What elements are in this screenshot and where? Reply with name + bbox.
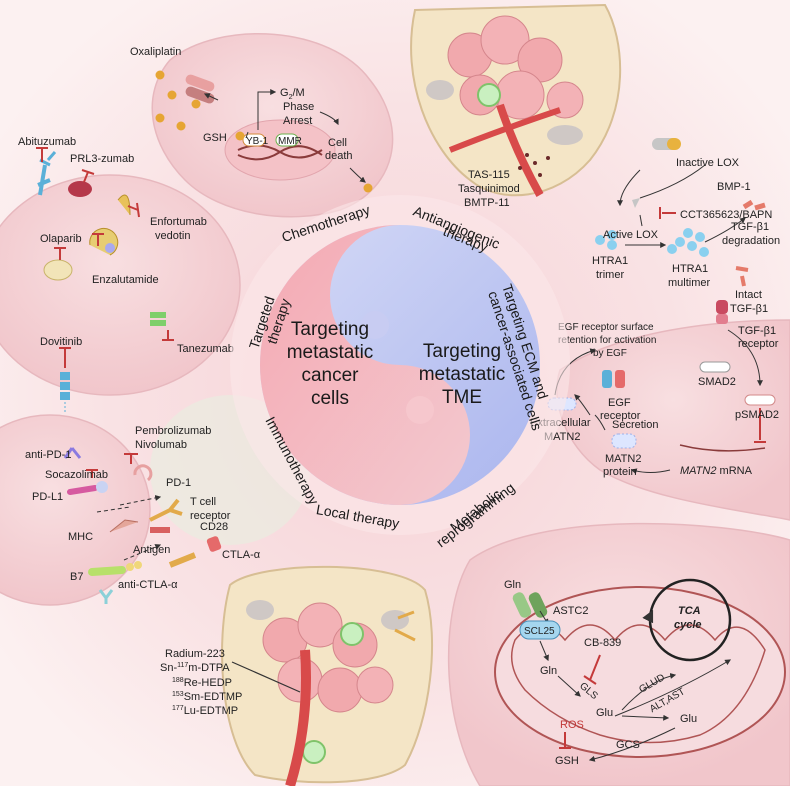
scl25-label: SCL25 <box>524 626 555 637</box>
tcr-label-2: receptor <box>190 510 231 522</box>
cb839-label: CB-839 <box>584 637 621 649</box>
egf-note-2: retention for activation <box>558 335 656 346</box>
yb1-label: YB-1 <box>246 136 269 147</box>
center-left-line4: cells <box>311 388 349 409</box>
yin-yang <box>230 195 570 535</box>
center-left-line1: Targeting <box>291 319 369 340</box>
matn2-protein-label-2: protein <box>603 466 637 478</box>
tas115-label: TAS-115 <box>468 169 510 181</box>
bmp1-label: BMP-1 <box>717 181 751 193</box>
angio-tumor <box>410 3 622 197</box>
targeted-cell <box>0 151 241 412</box>
pd1-label: PD-1 <box>166 477 191 489</box>
phase-label: Phase <box>283 101 314 113</box>
cct-label: CCT365623/BAPN <box>680 209 772 221</box>
inactive-lox-label: Inactive LOX <box>676 157 740 169</box>
mmr-label: MMR <box>278 136 302 147</box>
death-label: death <box>325 150 353 162</box>
prl3-label: PRL3-zumab <box>70 153 134 165</box>
tca-label-1: TCA <box>678 605 701 617</box>
glu-label: Glu <box>596 707 613 719</box>
gsh-bottom-label: GSH <box>555 755 579 767</box>
egf-receptor-label-2: receptor <box>600 410 641 422</box>
local-tumor <box>221 565 433 786</box>
center-right-line2: metastatic <box>419 364 506 385</box>
ecm-panel <box>547 138 790 521</box>
radium-label: Radium-223 <box>165 648 225 660</box>
tgf-receptor-label-1: TGF-β1 <box>738 325 776 337</box>
enfortumab-label: Enfortumab <box>150 216 207 228</box>
gsh-label: GSH <box>203 132 227 144</box>
re-label: 188Re-HEDP <box>172 677 232 689</box>
tca-label-2: cycle <box>674 619 702 631</box>
glu-out-label: Glu <box>680 713 697 725</box>
socazolimab-label: Socazolimab <box>45 469 108 481</box>
antigen-label: Antigen <box>133 544 170 556</box>
astc2-label: ASTC2 <box>553 605 588 617</box>
tgf-receptor-label-2: receptor <box>738 338 779 350</box>
tanezumab-label: Tanezumab <box>177 343 234 355</box>
ctla-label: CTLA-α <box>222 549 261 561</box>
dovitinib-label: Dovitinib <box>40 336 82 348</box>
gln-in-label: Gln <box>540 665 557 677</box>
nivolumab-label: Nivolumab <box>135 439 187 451</box>
htra1-trimer-label-1: HTRA1 <box>592 255 628 267</box>
matn2-mrna-label: MATN2 mRNA <box>680 465 753 477</box>
intact-label-2: TGF-β1 <box>730 303 768 315</box>
htra1-multimer-label-1: HTRA1 <box>672 263 708 275</box>
center-right-line1: Targeting <box>423 341 501 362</box>
pembrolizumab-label: Pembrolizumab <box>135 425 211 437</box>
mhc-label: MHC <box>68 531 93 543</box>
targeted-inhibitors <box>36 147 174 368</box>
olaparib-label: Olaparib <box>40 233 82 245</box>
arrest-label: Arrest <box>283 115 312 127</box>
htra1-trimer-label-2: trimer <box>596 269 624 281</box>
psmad2-label: pSMAD2 <box>735 409 779 421</box>
center-left-line2: metastatic <box>287 342 374 363</box>
cell-label: Cell <box>328 137 347 149</box>
ros-label: ROS <box>560 719 584 731</box>
htra1-multimer-label-2: multimer <box>668 277 711 289</box>
egf-note-1: EGF receptor surface <box>558 322 654 333</box>
active-lox-label: Active LOX <box>603 229 659 241</box>
gcs-label: GCS <box>616 739 640 751</box>
enzalutamide-label: Enzalutamide <box>92 274 159 286</box>
oxaliplatin-label: Oxaliplatin <box>130 46 181 58</box>
tgf-deg-label-1: TGF-β1 <box>731 221 769 233</box>
anti-pd1-label: anti-PD-1 <box>25 449 71 461</box>
matn2-protein-label-1: MATN2 <box>605 453 641 465</box>
lu-label: 177Lu-EDTMP <box>172 705 238 717</box>
anti-ctla-label: anti-CTLA-α <box>118 579 178 591</box>
g2m-label: G2/M <box>280 87 305 101</box>
center-right-line3: TME <box>442 387 482 408</box>
intact-label-1: Intact <box>735 289 762 301</box>
gln-top-label: Gln <box>504 579 521 591</box>
center-left-line3: cancer <box>301 365 359 386</box>
sn-label: Sn-117m-DTPA <box>160 662 230 674</box>
tasquinimod-label: Tasquinimod <box>458 183 520 195</box>
pdl1-label: PD-L1 <box>32 491 63 503</box>
mito-panel <box>447 522 790 786</box>
b7-label: B7 <box>70 571 83 583</box>
cd28-label: CD28 <box>200 521 228 533</box>
egf-receptor-label-1: EGF <box>608 397 631 409</box>
tcr-label-1: T cell <box>190 496 216 508</box>
tgf-deg-label-2: degradation <box>722 235 780 247</box>
smad2-label: SMAD2 <box>698 376 736 388</box>
egf-note-3: by EGF <box>593 348 627 359</box>
abituzumab-label: Abituzumab <box>18 136 76 148</box>
bmtp11-label: BMTP-11 <box>464 197 510 209</box>
sm-label: 153Sm-EDTMP <box>172 691 242 703</box>
secretion-label: Secretion <box>612 419 658 431</box>
vedotin-label: vedotin <box>155 230 190 242</box>
